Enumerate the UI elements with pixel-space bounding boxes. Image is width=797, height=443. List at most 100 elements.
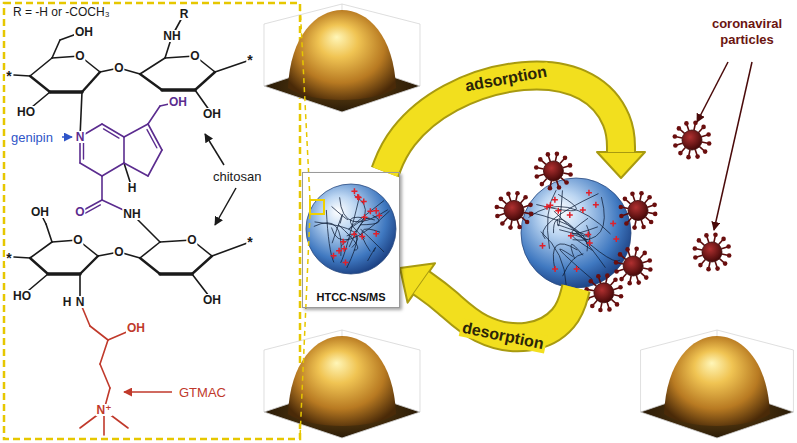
virus-spike — [622, 207, 628, 208]
charge-mark — [540, 243, 546, 249]
charge-mark — [547, 202, 553, 208]
chain-line — [560, 249, 592, 279]
virus-spike — [592, 282, 596, 286]
bond-line — [14, 257, 30, 258]
afm-dome — [288, 10, 396, 100]
bond-line — [148, 124, 162, 150]
virus-spike — [625, 247, 630, 252]
virus-spike — [653, 212, 658, 217]
virus-particle — [673, 121, 712, 160]
virus-particle — [584, 273, 623, 312]
leader-line — [697, 62, 728, 122]
charge-mark — [552, 266, 558, 272]
virus-spike — [677, 126, 682, 131]
bond-line — [83, 141, 84, 159]
virus-spike — [726, 244, 731, 249]
bond-line — [212, 242, 250, 256]
atom-label: O — [74, 50, 85, 62]
zoom-square — [310, 200, 324, 214]
chain-line — [541, 232, 566, 286]
virus-spike — [589, 296, 595, 298]
virus-spike — [719, 240, 723, 244]
atom-label: OH — [126, 322, 146, 334]
atom-label: NH — [122, 208, 141, 220]
virus-spike — [678, 151, 683, 156]
virus-spike — [557, 180, 559, 186]
virus-spike — [540, 182, 545, 187]
virus-spike — [723, 261, 728, 266]
bond-line — [148, 150, 162, 176]
virus-body — [623, 256, 643, 276]
virus-spike — [693, 246, 698, 251]
virus-spike — [561, 178, 565, 182]
atom-label: N — [75, 131, 86, 143]
virus-particle — [534, 152, 573, 191]
virus-spike — [673, 134, 678, 139]
bond-line — [124, 124, 148, 137]
virus-spike — [499, 197, 504, 202]
chain-line — [341, 198, 360, 263]
virus-spike — [694, 124, 695, 130]
virus-spike — [695, 149, 697, 155]
virus-spike — [601, 303, 602, 309]
virus-spike — [560, 159, 564, 163]
bond-line — [30, 76, 50, 92]
virus-spike — [701, 135, 707, 137]
atom-label: HO — [12, 290, 32, 302]
bond-line — [48, 272, 80, 275]
atom-label: H — [62, 296, 73, 308]
virus-spike — [699, 128, 703, 132]
component-label: GTMAC — [178, 386, 227, 399]
virus-spike — [677, 143, 683, 145]
virus-spike — [647, 195, 652, 200]
charge-mark — [568, 233, 574, 239]
virus-spike — [535, 174, 540, 179]
virus-spike — [503, 218, 507, 222]
virus-spike — [706, 132, 711, 137]
atom-label: N⁺ — [96, 404, 113, 416]
bond-line — [104, 129, 119, 138]
atom-label: * — [5, 251, 12, 265]
virus-spike — [500, 221, 505, 226]
bond-line — [80, 163, 102, 176]
charge-mark — [336, 248, 342, 254]
virus-sphere: coronaviral particles — [521, 178, 631, 288]
microsphere — [306, 184, 396, 274]
atom-label: NH — [162, 30, 181, 42]
bond-line — [147, 130, 157, 148]
bond-line — [215, 60, 250, 72]
chain-line — [326, 210, 334, 262]
virus-body — [628, 200, 648, 220]
virus-spike — [721, 247, 727, 249]
charge-mark — [367, 208, 373, 214]
virus-spike — [588, 290, 594, 291]
virus-body — [682, 130, 702, 150]
charge-mark — [376, 212, 382, 218]
virus-spike — [697, 238, 702, 243]
bond-line — [46, 224, 52, 242]
chain-line — [349, 200, 384, 229]
virus-spike — [673, 143, 678, 148]
virus-spike — [722, 254, 728, 255]
virus-spike — [550, 181, 551, 187]
chain-line — [572, 235, 593, 251]
charge-mark — [331, 253, 337, 259]
arrow-label: adsorption — [462, 62, 551, 95]
bond-line — [140, 258, 160, 274]
atom-label: OH — [74, 26, 94, 38]
sphere-body — [521, 178, 631, 288]
virus-spike — [541, 160, 545, 164]
virus-spike — [634, 247, 639, 252]
virus-spike — [676, 137, 682, 138]
leader-line — [714, 62, 752, 230]
virus-spike — [614, 295, 620, 296]
virus-spike — [693, 255, 698, 260]
virus-spike — [686, 155, 691, 160]
virus-spike — [713, 233, 718, 238]
chain-line — [314, 223, 341, 256]
zoom-line — [300, 4, 310, 200]
virus-spike — [680, 129, 684, 133]
virus-spike — [564, 180, 569, 185]
bond-line — [100, 340, 108, 364]
charge-mark — [585, 231, 591, 237]
